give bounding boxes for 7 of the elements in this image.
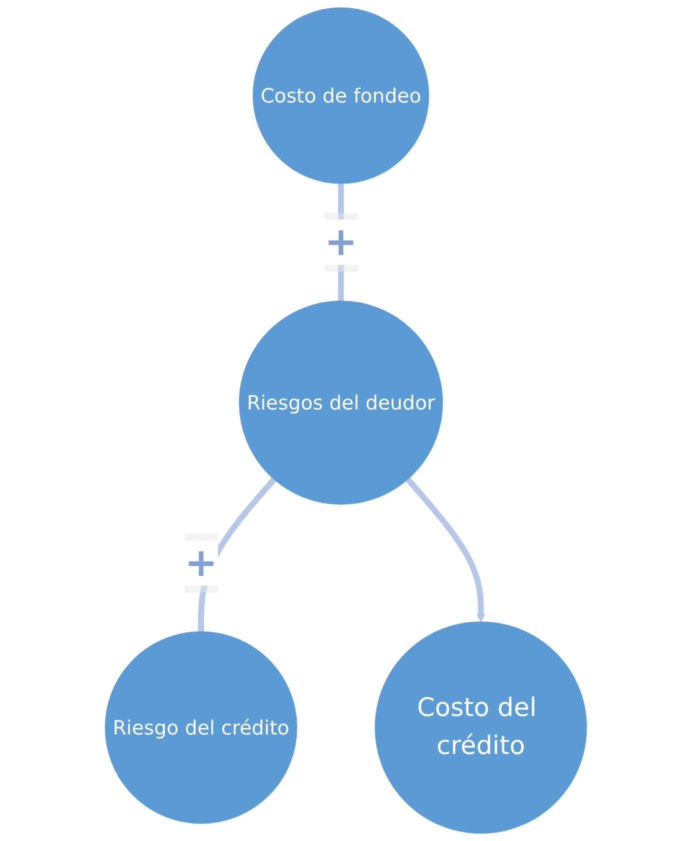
edge-label: + bbox=[324, 220, 358, 265]
arrow bbox=[406, 477, 486, 622]
edge-label: + bbox=[184, 540, 218, 586]
node-circle: Costo del crédito bbox=[374, 621, 588, 834]
node-circle: Riesgos del deudor bbox=[239, 300, 443, 505]
node-circle: Riesgo del crédito bbox=[104, 631, 298, 824]
node-circle: Costo de fondeo bbox=[252, 7, 430, 184]
